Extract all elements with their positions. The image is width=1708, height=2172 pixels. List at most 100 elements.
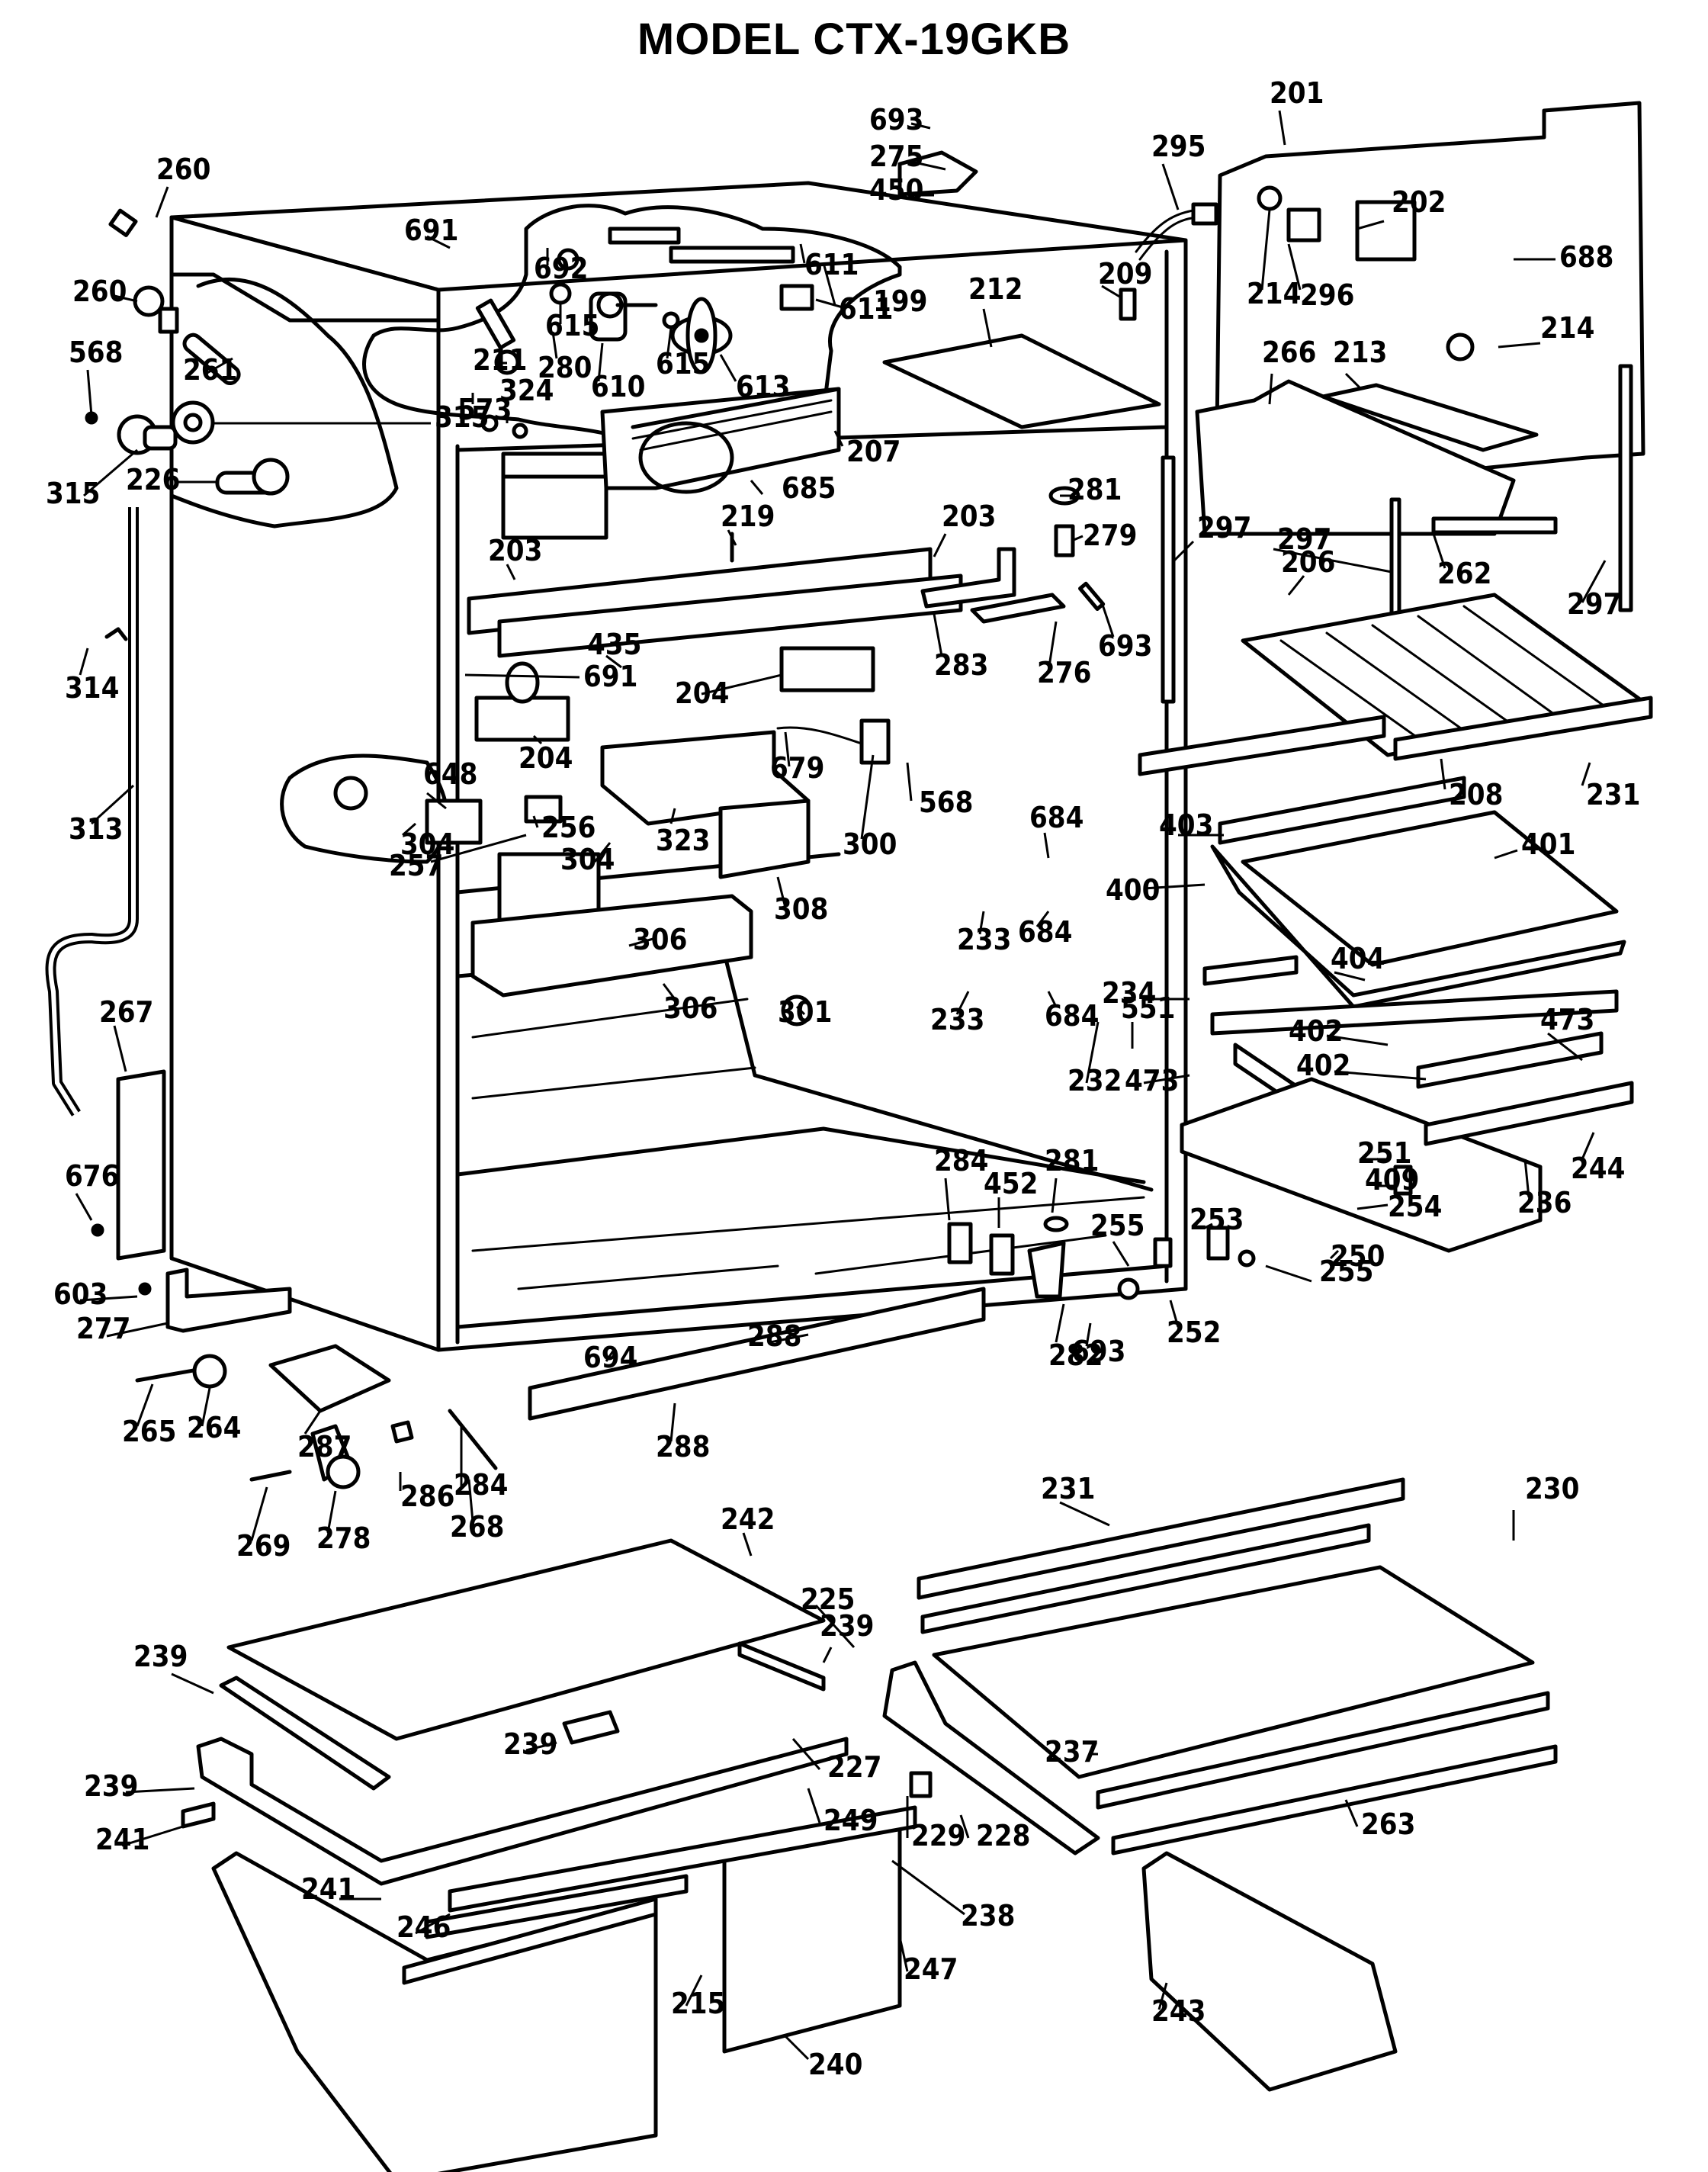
part-number-label: 306: [663, 991, 718, 1025]
part-number-label: 314: [65, 671, 119, 705]
part-number-label: 287: [297, 1430, 352, 1464]
part-number-label: 215: [671, 1987, 725, 2020]
part-number-label: 211: [473, 343, 527, 377]
leader-line: [402, 822, 416, 837]
part-number-label: 264: [187, 1411, 241, 1444]
part-number-label: 240: [808, 2048, 862, 2081]
leader-line: [933, 533, 947, 557]
part-number-label: 324: [499, 374, 554, 407]
leader-line: [155, 186, 169, 218]
part-number-label: 676: [65, 1159, 119, 1193]
part-number-label: 613: [736, 370, 790, 403]
leader-line: [605, 654, 622, 669]
part-number-label: 207: [846, 435, 901, 468]
part-number-label: 219: [721, 500, 775, 533]
leader-line: [593, 842, 612, 863]
leader-line: [121, 1825, 184, 1847]
part-number-label: 551: [1121, 991, 1175, 1025]
part-number-label: 229: [911, 1819, 965, 1852]
leader-line: [1157, 1982, 1168, 2010]
leader-line: [201, 1387, 211, 1427]
leader-line: [90, 784, 135, 825]
leader-line: [1523, 1158, 1530, 1198]
part-number-label: 239: [84, 1769, 138, 1803]
part-number-label: 679: [770, 751, 824, 785]
part-number-label: 473: [1540, 1003, 1594, 1036]
part-number-label: 212: [968, 272, 1023, 306]
part-number-label: 251: [1357, 1136, 1411, 1170]
leader-line: [1085, 1021, 1100, 1084]
leader-line: [1329, 1249, 1340, 1260]
part-number-label: 315: [46, 477, 100, 510]
part-number-label: 213: [1333, 336, 1387, 369]
leader-line: [769, 1333, 809, 1344]
leader-line: [1287, 575, 1305, 596]
part-number-label: 239: [503, 1727, 557, 1761]
part-number-label: 297: [1567, 587, 1621, 621]
leader-line: [727, 529, 737, 546]
leader-line: [1344, 372, 1363, 390]
part-number-label: 260: [156, 153, 210, 186]
part-number-label: 268: [450, 1510, 504, 1544]
part-number-label: 473: [1125, 1064, 1179, 1097]
leader-line: [1432, 533, 1446, 569]
leader-line: [1265, 1264, 1312, 1283]
leader-line: [628, 937, 657, 947]
leader-line: [525, 1741, 557, 1752]
part-number-label: 256: [541, 811, 596, 844]
part-number-label: 315: [435, 400, 489, 434]
leader-line: [933, 613, 943, 657]
leader-line: [906, 762, 913, 802]
leader-line: [822, 262, 836, 306]
leader-line: [1356, 220, 1385, 230]
part-number-label: 263: [1361, 1807, 1415, 1841]
leader-line: [113, 1025, 127, 1072]
leader-line: [551, 331, 558, 359]
leader-line: [1035, 911, 1050, 927]
leader-line: [1260, 209, 1271, 291]
diagram-title: MODEL CTX-19GKB: [637, 14, 1071, 64]
leader-line: [1581, 762, 1591, 786]
part-number-label: 275: [869, 140, 923, 173]
freezer-back-wall: [882, 101, 1645, 536]
left-side-parts: [45, 208, 292, 1333]
leader-line: [79, 1295, 138, 1302]
leveling-rollers: [135, 1344, 498, 1489]
leader-line: [701, 673, 782, 696]
leader-line: [464, 673, 580, 679]
crisper-section: [181, 1538, 917, 2172]
part-number-label: 244: [1571, 1152, 1625, 1185]
leader-line: [799, 243, 806, 264]
leader-line: [1547, 1032, 1583, 1062]
leader-line: [125, 1787, 195, 1794]
part-number-label: 300: [843, 827, 897, 861]
part-number-label: 204: [675, 676, 729, 710]
part-number-label: 281: [1068, 473, 1122, 506]
part-number-label: 255: [1319, 1255, 1373, 1288]
leader-line: [605, 1349, 615, 1362]
leader-line: [814, 1604, 856, 1649]
part-number-label: 231: [1041, 1472, 1095, 1505]
leader-line: [669, 1402, 676, 1442]
part-number-label: 230: [1525, 1472, 1579, 1505]
leader-line: [784, 731, 791, 767]
part-number-label: 402: [1296, 1049, 1350, 1082]
part-number-label: 276: [1037, 656, 1091, 689]
leader-line: [467, 1479, 474, 1522]
leader-line: [1326, 1034, 1389, 1046]
part-number-label: 277: [76, 1312, 130, 1345]
part-number-label: 400: [1106, 873, 1160, 907]
part-number-label: 296: [1300, 278, 1354, 312]
part-number-label: 269: [236, 1529, 291, 1563]
leader-line: [1356, 1203, 1389, 1210]
leader-line: [1581, 1132, 1595, 1160]
leader-line: [815, 298, 843, 309]
leader-line: [944, 1178, 951, 1221]
part-number-label: 409: [1365, 1163, 1419, 1197]
part-number-label: 282: [1048, 1338, 1103, 1372]
leader-line: [742, 1532, 753, 1557]
part-number-label: 260: [72, 275, 127, 308]
part-number-label: 402: [1289, 1014, 1343, 1048]
part-number-label: 308: [774, 892, 828, 926]
